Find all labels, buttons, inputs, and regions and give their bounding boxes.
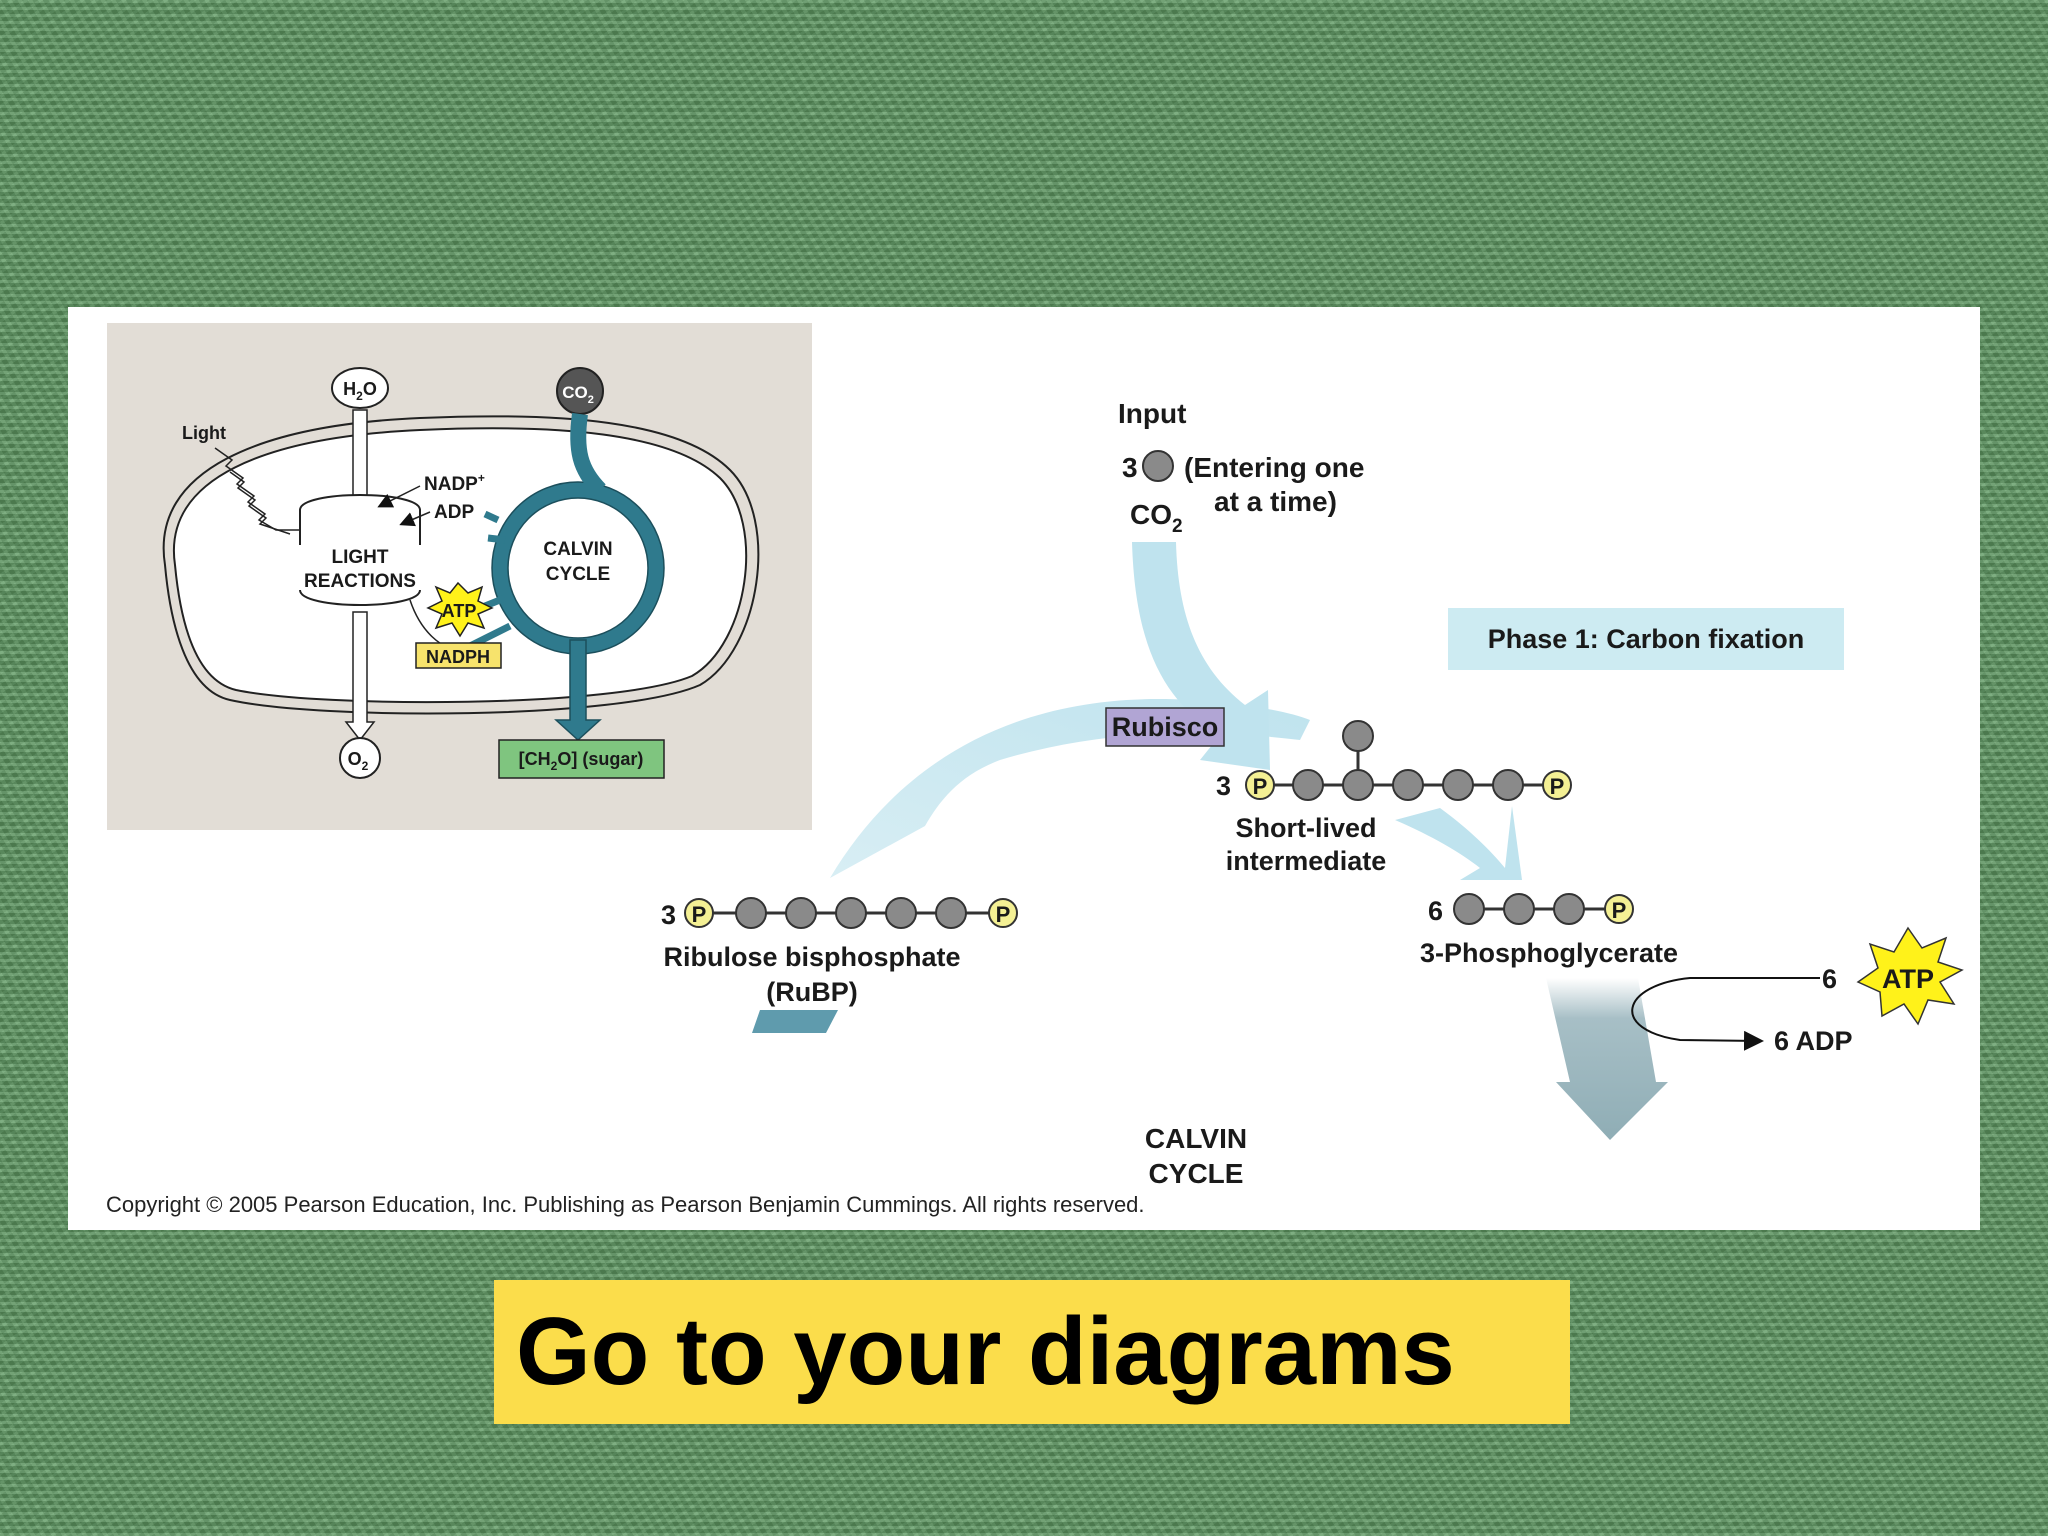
calvin-cycle-line2: CYCLE [1149,1158,1244,1189]
intermediate-line1: Short-lived [1235,813,1376,843]
svg-text:P: P [1253,774,1268,799]
pga-count: 6 [1428,896,1443,926]
rubp-stub [752,1010,838,1033]
svg-text:P: P [996,902,1011,927]
cta-banner: Go to your diagrams [494,1280,1570,1424]
svg-text:[CH2O] (sugar): [CH2O] (sugar) [519,749,644,773]
svg-text:P: P [692,902,707,927]
adp-label: 6 ADP [1774,1026,1853,1056]
entering-line1: (Entering one [1184,452,1364,483]
light-reactions: LIGHT REACTIONS [292,494,432,606]
svg-text:H2O: H2O [343,379,377,403]
h2o-node: H2O [331,367,389,409]
svg-text:LIGHT: LIGHT [332,547,389,568]
adp-arrow [399,511,431,527]
co2-count: 3 [1122,452,1138,483]
svg-text:CO2: CO2 [562,383,594,406]
intermediate-count: 3 [1216,771,1231,801]
atp-count: 6 [1822,964,1837,994]
light-rays [214,447,300,535]
svg-text:REACTIONS: REACTIONS [304,571,416,592]
rubp-molecule: P P [684,897,1018,929]
svg-text:Phase 1: Carbon fixation: Phase 1: Carbon fixation [1488,624,1805,654]
o2-arrow [344,611,376,742]
co2-node-inset: CO2 [556,367,604,415]
entering-line2: at a time) [1214,486,1337,517]
pga-label: 3-Phosphoglycerate [1420,938,1678,968]
calvin-cycle-line1: CALVIN [1145,1123,1247,1154]
svg-text:O2: O2 [348,749,369,773]
rubisco-label: Rubisco [1105,707,1225,747]
rubp-count: 3 [661,900,676,930]
co2-molecule [1142,450,1174,482]
copyright-notice: Copyright © 2005 Pearson Education, Inc.… [106,1192,1145,1217]
intermediate-molecule: P P [1245,720,1572,801]
chloroplast [162,415,760,715]
svg-text:P: P [1550,774,1565,799]
input-label: Input [1118,398,1186,429]
sugar-box: [CH2O] (sugar) [498,739,665,779]
intermediate-to-pga-arrow [1395,806,1522,880]
phase2-down-arrow [1546,978,1668,1140]
co2-label: CO2 [1130,499,1183,537]
svg-text:ATP: ATP [1882,964,1934,994]
intermediate-line2: intermediate [1226,846,1387,876]
atp-adp-curve [1631,977,1820,1051]
calvin-cycle-ring: CALVIN CYCLE [491,412,665,742]
svg-text:Rubisco: Rubisco [1112,712,1219,742]
svg-text:NADPH: NADPH [426,647,490,667]
phase-1-box: Phase 1: Carbon fixation [1448,608,1844,670]
svg-text:P: P [1612,898,1627,923]
nadph-box: NADPH [415,642,502,669]
nadp-label: NADP+ [424,471,485,495]
rubp-line1: Ribulose bisphosphate [663,942,960,972]
rubp-line2: (RuBP) [766,977,857,1007]
pga-molecule: P [1453,893,1634,925]
atp-starburst-inset: ATP [426,581,494,638]
co2-input-arrow [1132,542,1270,770]
light-label: Light [182,423,226,443]
svg-text:ATP: ATP [442,601,477,621]
svg-text:CYCLE: CYCLE [546,564,610,585]
o2-node: O2 [339,737,381,779]
cta-text: Go to your diagrams [516,1298,1455,1405]
nadp-arrow [377,485,421,508]
svg-text:CALVIN: CALVIN [543,539,612,560]
adp-label-inset: ADP [434,502,474,523]
atp-starburst: ATP [1856,926,1964,1026]
